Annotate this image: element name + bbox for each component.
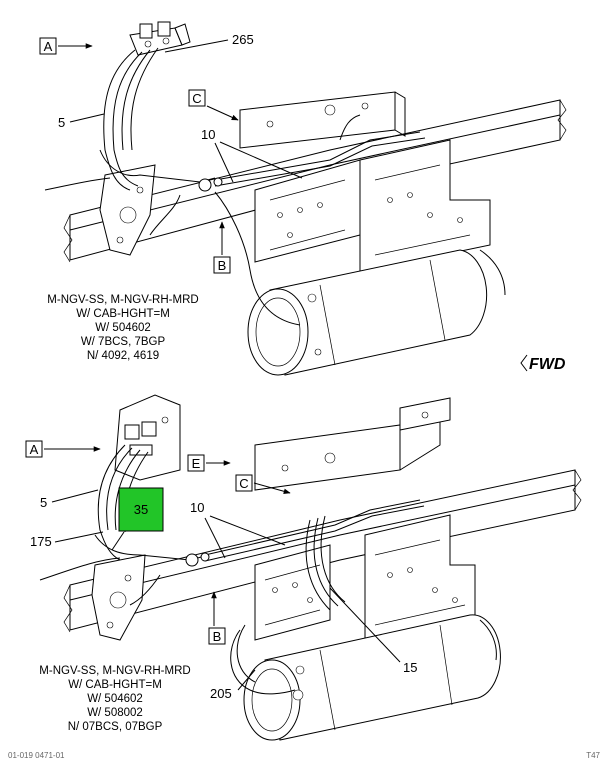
valve-assembly	[129, 21, 191, 56]
air-lines-bottom	[39, 444, 497, 695]
spring-hanger-bottom	[91, 554, 146, 641]
footer-ref: T47	[586, 751, 600, 760]
air-lines	[44, 47, 506, 326]
leader-5-bottom	[51, 489, 99, 503]
leader-10-bottom-a	[204, 517, 226, 559]
tank-bracket	[254, 139, 491, 273]
callout-265: 265	[232, 32, 254, 47]
svg-text:W/ 504602: W/ 504602	[87, 693, 143, 705]
box-B-bottom: B	[208, 627, 226, 645]
leader-10-top-a	[214, 142, 234, 183]
callout-205: 205	[210, 686, 232, 701]
cross-member-bottom	[254, 397, 451, 491]
svg-text:E: E	[192, 456, 201, 471]
footer-id: 01-019 0471-01	[8, 751, 65, 760]
svg-text:FWD: FWD	[529, 356, 566, 373]
leader-10-bottom-b	[209, 515, 286, 546]
top-caption: M-NGV-SS, M-NGV-RH-MRD W/ CAB-HGHT=M W/ …	[47, 294, 198, 362]
svg-text:W/ CAB-HGHT=M: W/ CAB-HGHT=M	[68, 679, 162, 691]
leader-15	[329, 587, 401, 663]
svg-text:C: C	[192, 91, 201, 106]
svg-text:W/ CAB-HGHT=M: W/ CAB-HGHT=M	[76, 308, 170, 320]
valve-assembly-bottom	[114, 394, 181, 481]
box-C-bottom: C	[235, 474, 253, 492]
leader-35	[111, 531, 125, 551]
svg-text:N/ 07BCS, 07BGP: N/ 07BCS, 07BGP	[68, 721, 163, 733]
arrow-C-top	[206, 105, 239, 121]
svg-text:B: B	[213, 629, 222, 644]
box-B-top: B	[213, 256, 231, 274]
svg-text:A: A	[30, 442, 39, 457]
top-view: A C B 265 5 10 M-NGV-SS, M-NGV-RH-MRD W/…	[39, 21, 567, 376]
callout-5-bottom: 5	[40, 495, 47, 510]
box-A-top: A	[39, 37, 57, 55]
box-E-bottom: E	[187, 454, 205, 472]
svg-text:W/ 508002: W/ 508002	[87, 707, 143, 719]
callout-175: 175	[30, 534, 52, 549]
leader-205	[237, 669, 256, 691]
callout-10-top: 10	[201, 127, 215, 142]
svg-text:A: A	[44, 39, 53, 54]
arrow-C-bottom	[253, 482, 291, 495]
callout-5-top: 5	[58, 115, 65, 130]
fwd-indicator: FWD	[520, 354, 566, 373]
leader-175	[54, 531, 104, 543]
svg-text:N/ 4092, 4619: N/ 4092, 4619	[87, 350, 159, 362]
leader-5-top	[69, 113, 105, 123]
air-tank	[247, 249, 488, 376]
callout-10-bottom: 10	[190, 500, 204, 515]
callout-15: 15	[403, 660, 417, 675]
bottom-caption: M-NGV-SS, M-NGV-RH-MRD W/ CAB-HGHT=M W/ …	[39, 665, 190, 733]
svg-text:W/ 7BCS, 7BGP: W/ 7BCS, 7BGP	[81, 336, 166, 348]
svg-text:35: 35	[134, 502, 148, 517]
box-A-bottom: A	[25, 440, 43, 458]
leader-10-top-b	[219, 141, 303, 179]
box-C-top: C	[188, 89, 206, 107]
bottom-view: 35 A E C B 5 175 10 15	[25, 394, 582, 741]
svg-text:W/ 504602: W/ 504602	[95, 322, 151, 334]
highlight-callout-35: 35	[118, 487, 164, 532]
svg-text:M-NGV-SS, M-NGV-RH-MRD: M-NGV-SS, M-NGV-RH-MRD	[47, 294, 198, 306]
leader-265	[164, 39, 229, 53]
svg-text:M-NGV-SS, M-NGV-RH-MRD: M-NGV-SS, M-NGV-RH-MRD	[39, 665, 190, 677]
air-tank-bottom	[243, 614, 501, 741]
svg-text:B: B	[218, 258, 227, 273]
cross-member	[239, 91, 406, 149]
tank-bracket-bottom	[254, 514, 476, 641]
spring-hanger	[99, 164, 156, 256]
svg-text:C: C	[239, 476, 248, 491]
